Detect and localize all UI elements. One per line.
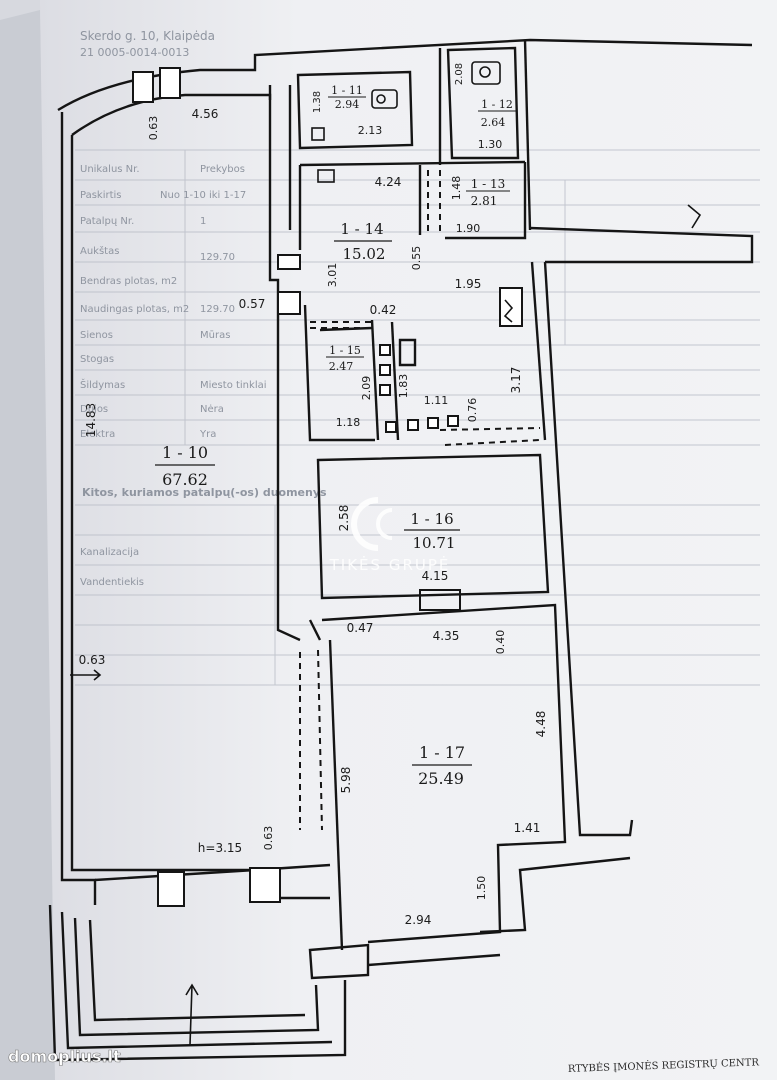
room-1-11-area: 2.94 (335, 98, 360, 111)
room-1-13-area: 2.81 (471, 194, 498, 208)
dim-4-35: 4.35 (433, 629, 460, 643)
dim-0-55: 0.55 (410, 246, 423, 271)
toilet-icon (371, 89, 398, 109)
stair-icon (503, 299, 514, 323)
dim-1-30: 1.30 (478, 138, 503, 151)
dim-height: h=3.15 (198, 841, 242, 855)
dim-1-90: 1.90 (456, 222, 481, 235)
agency-watermark: TIKĖS GRUPĖ (329, 497, 451, 574)
dim-4-48: 4.48 (534, 711, 548, 738)
dim-0-76: 0.76 (466, 398, 479, 423)
dim-0-63-bottom: 0.63 (262, 826, 275, 851)
walls (48, 38, 754, 1062)
toilet-icon-2 (471, 61, 501, 85)
bg-row-9: Dujos (80, 404, 108, 415)
room-1-17-id: 1 - 17 (419, 743, 465, 762)
bg-row-11: Kanalizacija (80, 547, 139, 558)
dim-0-57: 0.57 (239, 297, 266, 311)
bg-row-4: Bendras plotas, m2 (80, 276, 177, 287)
dim-1-38: 1.38 (312, 91, 323, 113)
paper-sheet (40, 0, 777, 1080)
room-1-13-id: 1 - 13 (471, 177, 506, 191)
entrance-arrow-icon (687, 204, 702, 229)
dim-3-01: 3.01 (326, 263, 339, 288)
dim-1-18: 1.18 (336, 416, 361, 429)
dim-1-95: 1.95 (455, 277, 482, 291)
room-1-12-id: 1 - 12 (481, 98, 513, 111)
room-labels: 1 - 10 67.62 1 - 11 2.94 1 - 12 2.64 1 -… (155, 84, 516, 788)
fixtures (70, 61, 702, 1046)
room-1-12-area: 2.64 (481, 116, 506, 129)
bg-row-1: Paskirtis (80, 190, 122, 201)
sink-icon (317, 169, 335, 183)
door-openings (299, 170, 541, 831)
watermark-logo-icon (351, 497, 379, 551)
dim-5-98: 5.98 (339, 767, 353, 794)
room-1-14-id: 1 - 14 (340, 220, 383, 238)
bg-val-10: Yra (199, 429, 216, 440)
dimension-arrow-icon (70, 669, 102, 681)
dim-2-13: 2.13 (358, 124, 383, 137)
bg-row-5: Naudingas plotas, m2 (80, 304, 189, 315)
paper-curl (0, 10, 62, 1080)
dim-2-58: 2.58 (337, 505, 351, 532)
background-table-text: Skerdo g. 10, Klaipėda 21 0005-0014-0013… (80, 29, 327, 588)
background-registry-table (75, 149, 760, 686)
basin-icon (311, 127, 325, 141)
dim-0-47: 0.47 (347, 621, 374, 635)
bg-val-8: Miesto tinklai (200, 380, 267, 391)
room-1-11-id: 1 - 11 (331, 84, 363, 97)
dim-1-48: 1.48 (450, 176, 463, 201)
dim-4-24: 4.24 (375, 175, 402, 189)
watermark-text: TIKĖS GRUPĖ (329, 555, 451, 574)
room-1-14-area: 15.02 (343, 245, 386, 263)
room-1-16-area: 10.71 (413, 534, 456, 552)
dim-4-15: 4.15 (422, 569, 449, 583)
dim-1-50: 1.50 (475, 876, 488, 901)
bg-row-7: Stogas (80, 354, 114, 365)
dim-2-94: 2.94 (405, 913, 432, 927)
bg-row-12: Vandentiekis (80, 577, 144, 588)
dim-2-08: 2.08 (454, 63, 465, 85)
site-logo-text: domoplius.lt (8, 1047, 121, 1066)
room-1-15-id: 1 - 15 (329, 344, 361, 357)
dim-0-42: 0.42 (370, 303, 397, 317)
dim-1-83: 1.83 (397, 374, 410, 399)
dim-1-11: 1.11 (424, 394, 449, 407)
bg-row-3: Aukštas (80, 245, 119, 257)
room-1-17-area: 25.49 (418, 769, 464, 788)
dim-0-40: 0.40 (494, 630, 507, 655)
room-1-10-area: 67.62 (162, 470, 208, 489)
dimension-labels: 4.56 0.63 14.83 0.63 h=3.15 0.63 1.38 2.… (79, 63, 548, 927)
dim-0-63-left: 0.63 (79, 653, 106, 667)
bg-val-6: Mūras (200, 330, 230, 341)
dim-4-56: 4.56 (192, 107, 219, 121)
bg-row-0: Unikalus Nr. (80, 164, 140, 175)
bg-address: Skerdo g. 10, Klaipėda (80, 29, 215, 43)
bg-val-5: 129.70 (200, 304, 235, 315)
bg-row-8: Šildymas (80, 378, 125, 391)
dim-14-83: 14.83 (84, 403, 98, 437)
bg-val-9: Nėra (200, 404, 224, 415)
dim-3-17: 3.17 (509, 367, 523, 394)
bg-val-3: 1 (200, 216, 206, 227)
porch-arrow-icon (185, 983, 199, 1046)
bg-val-2: Nuo 1-10 iki 1-17 (160, 190, 246, 201)
bg-unique-no: 21 0005-0014-0013 (80, 46, 189, 59)
dim-0-63-top: 0.63 (147, 116, 160, 141)
dim-2-09: 2.09 (360, 376, 373, 401)
site-logo: domoplius.lt (8, 1047, 122, 1067)
bg-val-4: 129.70 (200, 252, 235, 263)
bg-row-6: Sienos (80, 330, 113, 341)
bg-section-title: Kitos, kuriamos patalpų(-os) duomenys (82, 486, 327, 499)
room-1-15-area: 2.47 (329, 360, 354, 373)
bg-row-10: Elektra (80, 429, 115, 440)
room-1-10-id: 1 - 10 (162, 443, 208, 462)
bg-val-1: Prekybos (200, 164, 245, 175)
dim-1-41: 1.41 (514, 821, 541, 835)
bg-row-2: Patalpų Nr. (80, 216, 134, 227)
room-1-16-id: 1 - 16 (410, 510, 453, 528)
